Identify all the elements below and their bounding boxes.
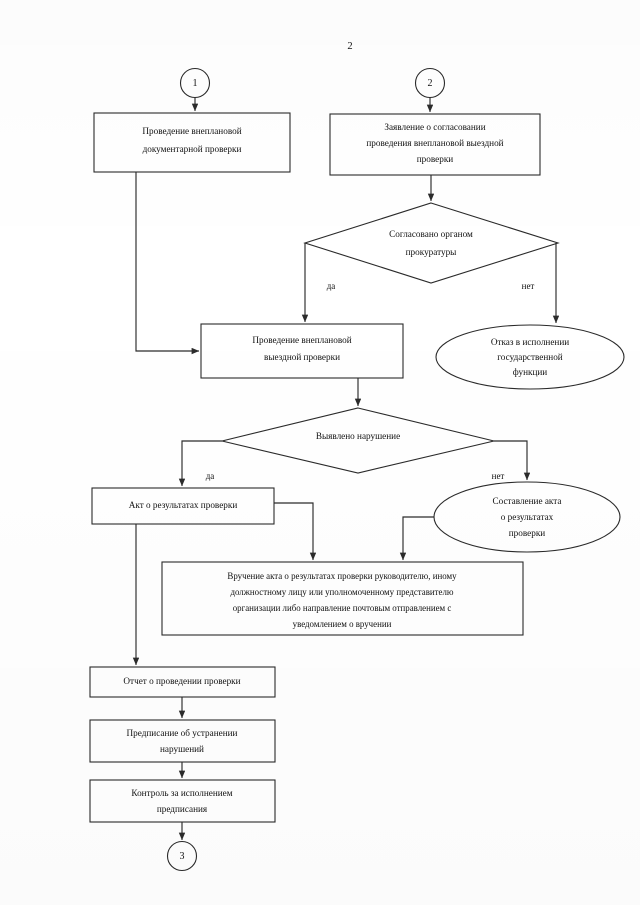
node-inspection-report: Отчет о проведении проверки bbox=[89, 666, 276, 698]
node-inspection-act-line-0: Акт о результатах проверки bbox=[129, 500, 238, 510]
node-unscheduled-doc-check-line-1: документарной проверки bbox=[143, 144, 242, 154]
node-refusal-line-0: Отказ в исполнении bbox=[491, 337, 569, 347]
node-refusal-line-1: государственной bbox=[497, 352, 563, 362]
node-application-approval-line-1: проведения внеплановой выездной bbox=[366, 138, 503, 148]
node-application-approval-line-0: Заявление о согласовании bbox=[384, 122, 485, 132]
node-act-delivery-line-3: уведомлением о вручении bbox=[293, 619, 392, 629]
edge-violation-no bbox=[494, 440, 531, 481]
edge-act-drafting-to-delivery bbox=[399, 516, 434, 561]
node-act-drafting-line-1: о результатах bbox=[501, 512, 554, 522]
node-application-approval-line-2: проверки bbox=[417, 154, 454, 164]
connector-circle-2: 2 bbox=[414, 67, 446, 99]
branch-label-prosecutor-no: нет bbox=[522, 281, 535, 291]
connector-circle-1: 1 bbox=[179, 67, 211, 99]
connector-2-label: 2 bbox=[428, 78, 433, 89]
connector-3-label: 3 bbox=[180, 851, 185, 862]
connector-1-label: 1 bbox=[193, 78, 198, 89]
node-act-delivery-line-1: должностному лицу или уполномоченному пр… bbox=[230, 587, 453, 597]
node-act-drafting: Составление акта о результатах проверки bbox=[433, 481, 621, 553]
edge-violation-yes bbox=[178, 440, 222, 487]
node-order-control-line-0: Контроль за исполнением bbox=[131, 788, 232, 798]
branch-label-violation-yes: да bbox=[206, 471, 215, 481]
node-violation-decision-line-0: Выявлено нарушение bbox=[316, 431, 400, 441]
page-number: 2 bbox=[347, 41, 352, 52]
node-refusal: Отказ в исполнении государственной функц… bbox=[435, 324, 625, 390]
node-act-delivery: Вручение акта о результатах проверки рук… bbox=[161, 561, 524, 636]
node-act-drafting-line-0: Составление акта bbox=[493, 496, 562, 506]
node-prosecutor-decision: Согласовано органом прокуратуры bbox=[303, 202, 560, 284]
node-act-delivery-line-0: Вручение акта о результатах проверки рук… bbox=[227, 571, 457, 581]
node-order-to-remedy: Предписание об устранении нарушений bbox=[89, 719, 276, 763]
node-prosecutor-decision-line-1: прокуратуры bbox=[406, 247, 457, 257]
node-unscheduled-field-check-line-1: выездной проверки bbox=[264, 352, 340, 362]
node-order-to-remedy-line-0: Предписание об устранении bbox=[127, 728, 238, 738]
branch-label-prosecutor-yes: да bbox=[327, 281, 336, 291]
node-application-approval: Заявление о согласовании проведения внеп… bbox=[329, 113, 541, 176]
node-unscheduled-field-check-line-0: Проведение внеплановой bbox=[252, 335, 351, 345]
connector-circle-3: 3 bbox=[166, 840, 198, 872]
node-order-control-line-1: предписания bbox=[157, 804, 208, 814]
node-act-delivery-line-2: организации либо направление почтовым от… bbox=[233, 603, 452, 613]
node-inspection-act: Акт о результатах проверки bbox=[91, 487, 275, 525]
node-violation-decision: Выявлено нарушение bbox=[221, 407, 495, 474]
node-unscheduled-doc-check-line-0: Проведение внеплановой bbox=[142, 126, 241, 136]
node-unscheduled-doc-check: Проведение внеплановой документарной про… bbox=[93, 112, 291, 173]
branch-label-violation-no: нет bbox=[492, 471, 505, 481]
node-unscheduled-field-check: Проведение внеплановой выездной проверки bbox=[200, 323, 404, 379]
edge-doc-check-to-field-check bbox=[135, 172, 200, 355]
node-act-drafting-line-2: проверки bbox=[509, 528, 546, 538]
node-inspection-report-line-0: Отчет о проведении проверки bbox=[123, 676, 240, 686]
edge-inspection-act-to-delivery bbox=[274, 502, 317, 561]
node-prosecutor-decision-line-0: Согласовано органом bbox=[389, 229, 473, 239]
node-order-control: Контроль за исполнением предписания bbox=[89, 779, 276, 823]
node-order-to-remedy-line-1: нарушений bbox=[160, 744, 204, 754]
node-refusal-line-2: функции bbox=[513, 367, 548, 377]
